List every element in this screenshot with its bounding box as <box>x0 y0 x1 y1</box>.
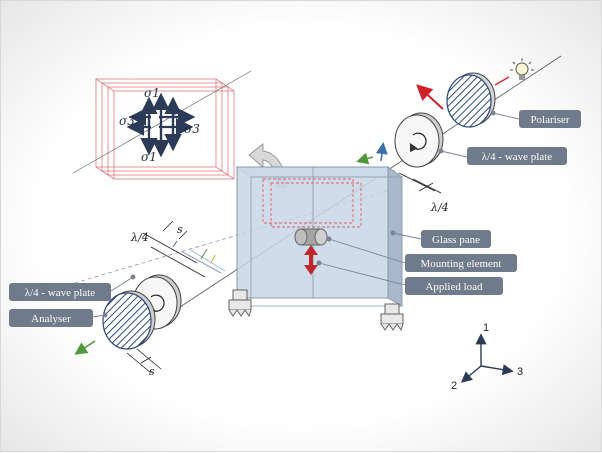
svg-text:Analyser: Analyser <box>31 313 71 325</box>
coordinate-axes <box>460 333 514 383</box>
applied-load-arrow <box>304 245 318 275</box>
left-lambda-dimension <box>142 220 206 278</box>
light-source-icon <box>510 58 534 80</box>
left-support <box>228 289 252 318</box>
svg-text:Polariser: Polariser <box>530 114 569 126</box>
lambda-quarter-right: λ/4 <box>430 201 449 214</box>
s-top-label: s <box>177 223 183 236</box>
light-ray-red <box>494 76 510 86</box>
svg-text:Glass pane: Glass pane <box>432 234 480 246</box>
right-lambda-dimension <box>398 172 442 194</box>
analyser-green-arrow <box>74 340 96 355</box>
label-qwp-left: λ/4 - wave plate <box>9 283 111 301</box>
axis-1-label: 1 <box>483 322 489 334</box>
polariser-red-arrow <box>416 84 444 110</box>
label-glass-pane: Glass pane <box>421 230 491 248</box>
svg-text:λ/4 - wave plate: λ/4 - wave plate <box>482 151 553 163</box>
stress-element-box <box>95 78 235 180</box>
bottom-s-dimension <box>126 348 162 374</box>
axis-3-label: 3 <box>517 366 523 378</box>
right-support <box>380 303 404 332</box>
sigma1-top-label: σ1 <box>144 86 160 100</box>
axis-2-label: 2 <box>451 380 457 392</box>
label-mounting-element: Mounting element <box>405 254 517 272</box>
svg-text:λ/4 - wave plate: λ/4 - wave plate <box>25 287 96 299</box>
s-bottom-label: s <box>149 365 155 378</box>
leader-lines <box>92 110 520 318</box>
sigma3-left-label: σ3 <box>119 114 135 128</box>
analyser-disc <box>102 290 156 350</box>
left-ray-bundle <box>172 240 226 274</box>
mounting-element <box>294 228 328 246</box>
label-applied-load: Applied load <box>405 277 503 295</box>
label-analyser: Analyser <box>9 309 93 327</box>
svg-text:Applied load: Applied load <box>425 281 483 293</box>
right-quarter-wave-plate <box>394 112 444 168</box>
ray-green-right <box>356 152 374 165</box>
lambda-quarter-left: λ/4 <box>130 231 149 244</box>
sigma1-bottom-label: σ1 <box>141 150 157 164</box>
label-qwp-right: λ/4 - wave plate <box>467 147 567 165</box>
stress-arrows <box>126 92 196 158</box>
label-polariser: Polariser <box>519 110 581 128</box>
sigma3-right-label: σ3 <box>184 122 200 136</box>
polariser-disc <box>446 72 496 128</box>
ray-blue-right <box>375 142 388 162</box>
svg-text:Mounting element: Mounting element <box>421 258 502 270</box>
